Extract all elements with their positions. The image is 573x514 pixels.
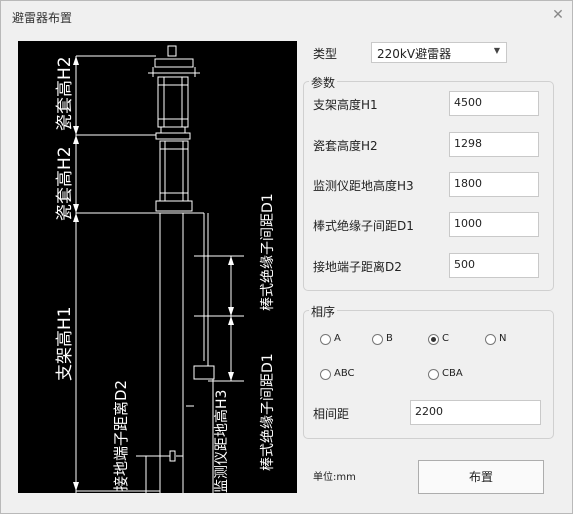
arrester-drawing-preview: 瓷套高H2 瓷套高H2 支架高H1 接地端子距离D2 监测仪距地高H3 棒式绝缘… [18,41,297,493]
params-group-title: 参数 [309,74,338,91]
h2-input[interactable]: 1298 [449,132,539,157]
phase-spacing-input[interactable]: 2200 [410,400,541,425]
h3-input-value: 1800 [454,177,482,190]
close-icon[interactable]: ✕ [552,7,564,23]
d2-input-value: 500 [454,258,475,271]
field-label-d2: 接地端子距离D2 [313,260,402,274]
h1-input[interactable]: 4500 [449,91,539,116]
drawing-label-d2: 接地端子距离D2 [112,380,130,491]
type-select-value: 220kV避雷器 [377,47,452,61]
phase-group-title: 相序 [309,303,338,320]
drawing-label-h3: 监测仪距地高H3 [213,390,230,493]
arrester-drawing: 瓷套高H2 瓷套高H2 支架高H1 接地端子距离D2 监测仪距地高H3 棒式绝缘… [55,45,276,493]
type-label: 类型 [313,47,338,61]
chevron-down-icon: ▼ [493,46,500,55]
field-label-h1: 支架高度H1 [313,98,378,112]
type-select[interactable]: 220kV避雷器 ▼ [371,42,507,63]
drawing-label-h2-top: 瓷套高H2 [55,56,75,131]
phase-spacing-label: 相间距 [313,407,350,421]
d2-input[interactable]: 500 [449,253,539,278]
drawing-porcelain-lower [159,140,189,202]
field-label-h3: 监测仪距地高度H3 [313,179,414,193]
d1-input[interactable]: 1000 [449,212,539,237]
h3-input[interactable]: 1800 [449,172,539,197]
phase-spacing-value: 2200 [415,405,443,418]
drawing-label-h2-bottom: 瓷套高H2 [55,146,75,221]
drawing-label-d1-bottom: 棒式绝缘子间距D1 [260,353,276,471]
d1-input-value: 1000 [454,217,482,230]
drawing-label-h1: 支架高H1 [55,306,75,381]
drawing-monitor [193,365,215,380]
unit-label: 单位:mm [313,472,356,483]
field-label-h2: 瓷套高度H2 [313,139,378,153]
h1-input-value: 4500 [454,96,482,109]
window-title: 避雷器布置 [12,11,73,25]
drawing-label-d1-top: 棒式绝缘子间距D1 [260,193,276,311]
drawing-grading-ring [154,58,194,68]
h2-input-value: 1298 [454,137,482,150]
drawing-top-terminal [167,45,177,57]
title-bar: 避雷器布置 ✕ [1,1,572,31]
layout-button[interactable]: 布置 [418,460,544,494]
field-label-d1: 棒式绝缘子间距D1 [313,219,414,233]
